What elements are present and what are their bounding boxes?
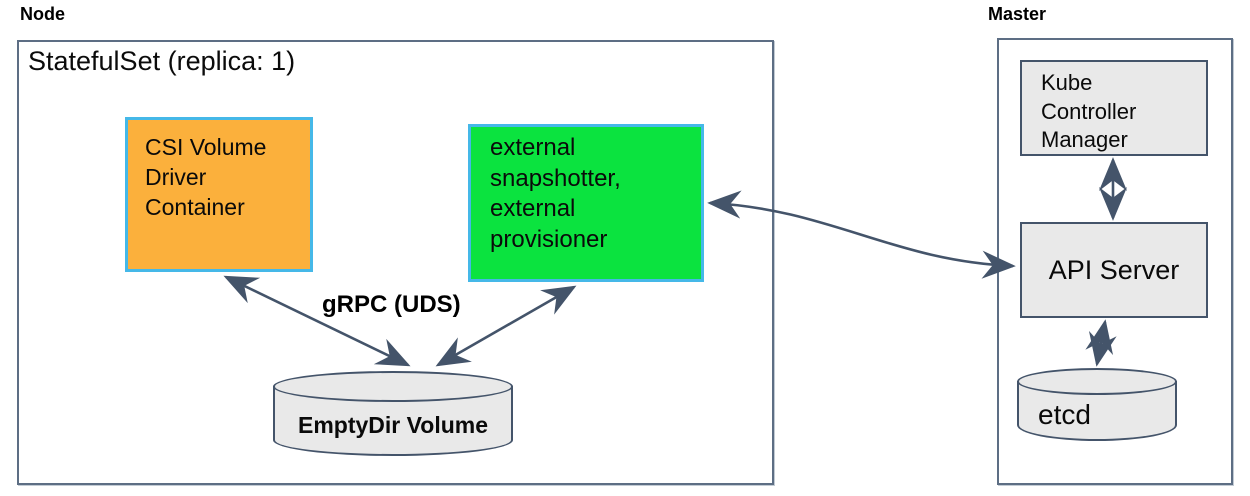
statefulset-title: StatefulSet (replica: 1)	[28, 46, 296, 76]
emptydir-volume-label: EmptyDir Volume	[298, 411, 488, 438]
api-server-label: API Server	[1048, 254, 1180, 285]
etcd-cylinder: etcd	[1017, 368, 1177, 441]
api-server-box: API Server	[1020, 222, 1208, 318]
external-snapshotter-provisioner-box: external snapshotter, external provision…	[468, 124, 704, 282]
master-group-label: Master	[988, 4, 1047, 24]
cylinder-top-ellipse	[1017, 368, 1177, 395]
node-group-label: Node	[20, 4, 65, 24]
etcd-label: etcd	[1038, 398, 1091, 430]
csi-volume-driver-container-box: CSI Volume Driver Container	[125, 117, 313, 272]
emptydir-volume-cylinder: EmptyDir Volume	[273, 371, 513, 456]
grpc-uds-label: gRPC (UDS)	[322, 291, 461, 318]
cylinder-top-ellipse	[273, 371, 513, 402]
kube-controller-manager-box: Kube Controller Manager	[1020, 60, 1208, 156]
